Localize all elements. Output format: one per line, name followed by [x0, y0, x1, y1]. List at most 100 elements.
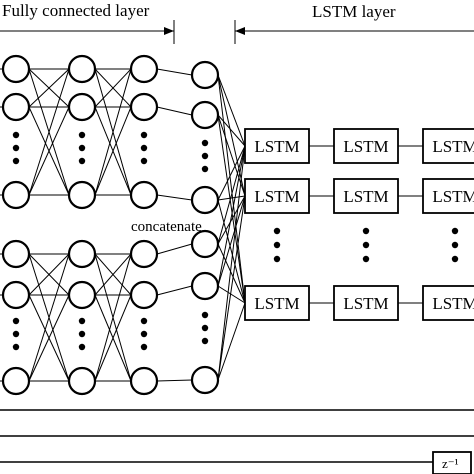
lstm-input-edge: [217, 145, 246, 201]
lstm-cell-label: LSTM: [432, 137, 474, 156]
fc-node: [129, 180, 159, 210]
lstm-cell-label: LSTM: [343, 294, 388, 313]
lstm-input-edge: [217, 199, 246, 304]
concat-node: [190, 100, 220, 130]
ellipsis-dot: [78, 157, 86, 165]
lstm-input-edge: [217, 145, 246, 381]
fc-edge: [28, 294, 70, 382]
delay-box: [432, 451, 472, 474]
concat-edge: [156, 243, 193, 255]
feedback-path: z⁻¹: [0, 409, 474, 474]
lstm-cell-label: LSTM: [432, 187, 474, 206]
delay-label: z⁻¹: [442, 456, 459, 471]
ellipsis-dot: [78, 317, 86, 325]
fc-node: [129, 239, 159, 269]
lstm-cell: [244, 128, 310, 164]
ellipsis-dot: [273, 227, 281, 235]
lstm-input-edge: [217, 195, 246, 245]
fc-edge: [28, 68, 70, 196]
fc-node: [1, 180, 31, 210]
fc-node: [67, 180, 97, 210]
ellipsis-dot: [273, 255, 281, 263]
concat-edge: [156, 194, 193, 201]
lstm-layer-header: LSTM layer: [312, 2, 396, 21]
lstm-cell-label: LSTM: [432, 294, 474, 313]
fc-edge: [94, 106, 132, 196]
concatenate-label: concatenate: [131, 219, 202, 235]
ellipsis-dot: [12, 317, 20, 325]
fc-node: [129, 54, 159, 84]
concat-node: [190, 229, 220, 259]
fc-edge: [28, 68, 70, 108]
lstm-cell: [422, 178, 474, 214]
ellipsis-dot: [140, 317, 148, 325]
fc-edge: [94, 294, 132, 382]
lstm-input-edge: [217, 145, 246, 287]
lstm-input-edge: [217, 195, 246, 381]
network-nodes: [1, 54, 220, 396]
ellipsis-dot: [362, 255, 370, 263]
fc-node: [1, 366, 31, 396]
ellipsis-dot: [78, 144, 86, 152]
lstm-input-edge: [217, 195, 246, 287]
ellipsis-dot: [12, 131, 20, 139]
ellipsis-dot: [140, 144, 148, 152]
ellipsis-dot: [201, 165, 209, 173]
lstm-cell-label: LSTM: [254, 187, 299, 206]
ellipsis-dot: [78, 131, 86, 139]
fc-edge: [28, 106, 70, 196]
fc-node: [67, 366, 97, 396]
fc-node: [67, 92, 97, 122]
lstm-input-edge: [217, 302, 246, 381]
fully-connected-layer-header: Fully connected layer: [2, 1, 150, 20]
lstm-cell: [244, 285, 310, 321]
ellipsis-dot: [201, 152, 209, 160]
lstm-input-edge: [217, 74, 246, 147]
fc-node: [129, 92, 159, 122]
lstm-cell-label: LSTM: [343, 187, 388, 206]
lstm-cell: [422, 285, 474, 321]
fc-node: [129, 366, 159, 396]
fc-node: [1, 92, 31, 122]
ellipsis-dot: [451, 241, 459, 249]
ellipsis-dot: [140, 157, 148, 165]
ellipsis-dot: [12, 330, 20, 338]
fc-edge: [94, 253, 132, 296]
fc-edge: [94, 68, 132, 108]
concat-node: [190, 271, 220, 301]
fc-node: [1, 280, 31, 310]
ellipsis-dot: [12, 144, 20, 152]
ellipsis-dot: [362, 241, 370, 249]
lstm-input-edge: [217, 285, 246, 304]
lstm-cell-label: LSTM: [343, 137, 388, 156]
concat-edge: [156, 285, 193, 296]
ellipsis-dots: [12, 131, 459, 351]
lstm-cell: [333, 128, 399, 164]
ellipsis-dot: [78, 343, 86, 351]
lstm-cell: [333, 285, 399, 321]
lstm-cell-label: LSTM: [254, 294, 299, 313]
fully-connected-span-arrow: [0, 20, 175, 44]
lstm-cell: [244, 178, 310, 214]
ellipsis-dot: [201, 139, 209, 147]
fc-node: [1, 54, 31, 84]
concat-node: [190, 60, 220, 90]
ellipsis-dot: [140, 131, 148, 139]
fc-edge: [28, 253, 70, 382]
lstm-input-edge: [217, 195, 246, 201]
fc-node: [67, 239, 97, 269]
ellipsis-dot: [78, 330, 86, 338]
lstm-input-edge: [217, 74, 246, 197]
ellipsis-dot: [140, 343, 148, 351]
concat-edge: [156, 106, 193, 116]
fc-edge: [28, 253, 70, 296]
fc-node: [1, 239, 31, 269]
ellipsis-dot: [362, 227, 370, 235]
ellipsis-dot: [201, 311, 209, 319]
ellipsis-dot: [12, 157, 20, 165]
fc-node: [67, 54, 97, 84]
fc-node: [129, 280, 159, 310]
